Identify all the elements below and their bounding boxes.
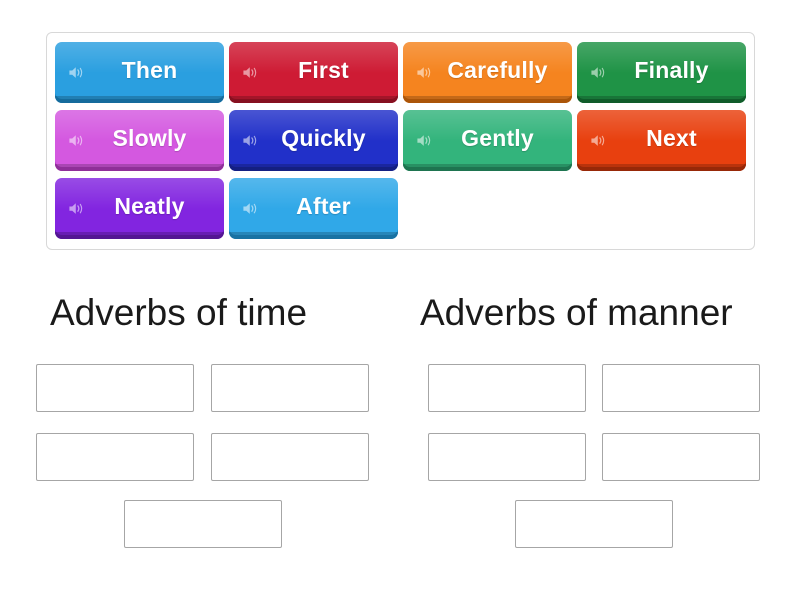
word-tile-label: Slowly — [112, 125, 187, 151]
category-headings: Adverbs of time Adverbs of manner — [0, 292, 800, 344]
word-tile-label: Then — [121, 57, 178, 83]
drop-slot-time-4[interactable] — [211, 433, 369, 481]
drop-slot-time-5[interactable] — [124, 500, 282, 548]
word-tile-label: After — [296, 193, 351, 219]
word-tile-label: Finally — [634, 57, 709, 83]
word-tile-label: Gently — [461, 125, 534, 151]
category-title-adverbs-of-time: Adverbs of time — [50, 292, 308, 333]
word-tile-label: Carefully — [447, 57, 548, 83]
drop-slot-manner-4[interactable] — [602, 433, 760, 481]
drop-slot-manner-1[interactable] — [428, 364, 586, 412]
word-tile-label: Quickly — [281, 125, 366, 151]
drop-slot-manner-5[interactable] — [515, 500, 673, 548]
drop-slot-time-3[interactable] — [36, 433, 194, 481]
word-tile-label: First — [298, 57, 349, 83]
drop-slot-time-1[interactable] — [36, 364, 194, 412]
drop-slot-time-2[interactable] — [211, 364, 369, 412]
drop-slot-manner-3[interactable] — [428, 433, 586, 481]
category-title-adverbs-of-manner: Adverbs of manner — [420, 292, 733, 333]
word-tile-label: Neatly — [114, 193, 185, 219]
drop-slot-manner-2[interactable] — [602, 364, 760, 412]
word-tile-label: Next — [646, 125, 697, 151]
